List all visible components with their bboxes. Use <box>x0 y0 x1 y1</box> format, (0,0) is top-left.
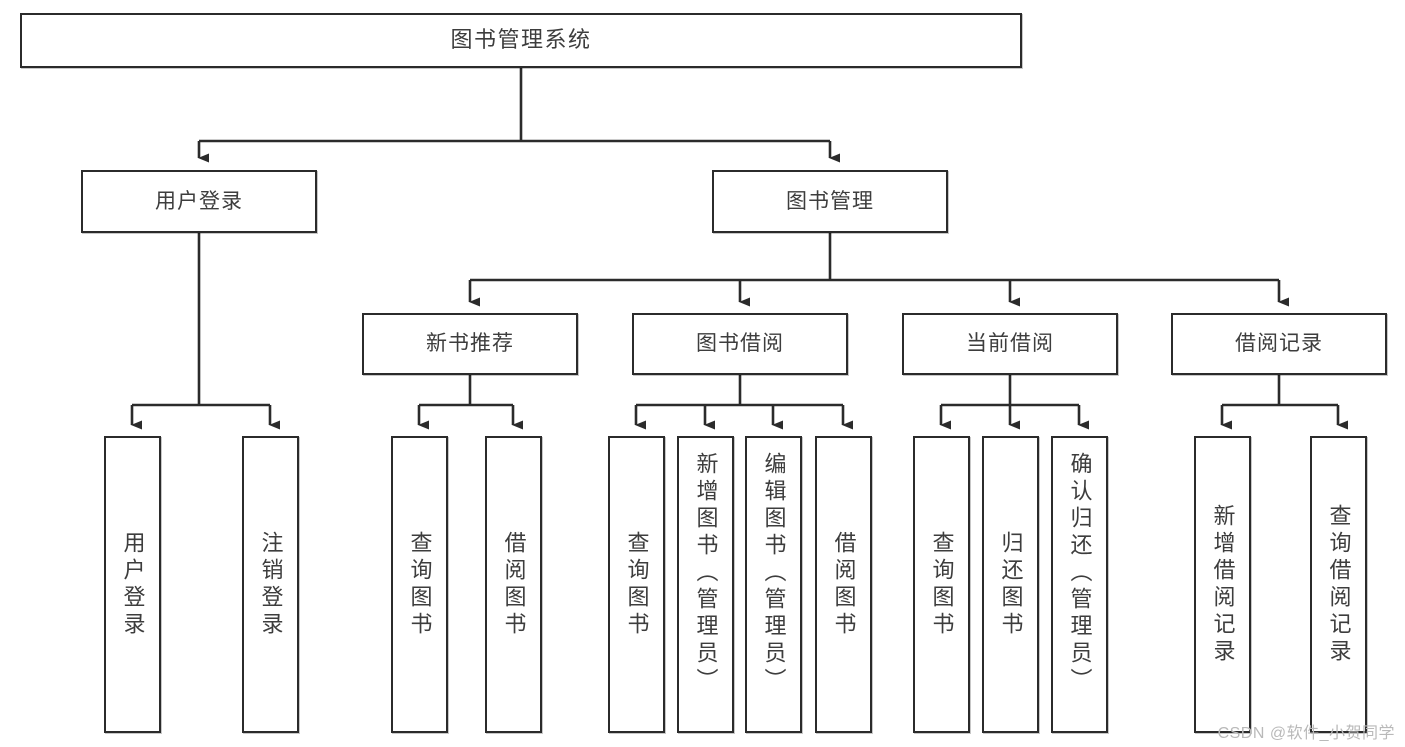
node-borrow-record[interactable]: 借阅记录 <box>1171 313 1387 375</box>
node-leaf-borrow-book[interactable]: 借阅图书 <box>815 436 872 733</box>
node-leaf-edit-book-admin-label: 编辑图书（管理员） <box>761 452 787 695</box>
node-root-label: 图书管理系统 <box>450 27 592 53</box>
node-user-login-label: 用户登录 <box>155 189 243 213</box>
node-leaf-query-book-current-label: 查询图书 <box>929 530 955 639</box>
node-leaf-add-book-admin[interactable]: 新增图书（管理员） <box>677 436 734 733</box>
node-user-login[interactable]: 用户登录 <box>81 170 317 233</box>
node-leaf-logout-login-label: 注销登录 <box>258 530 284 639</box>
node-leaf-confirm-return-admin-label: 确认归还（管理员） <box>1067 452 1093 695</box>
node-new-book-recommend-label: 新书推荐 <box>426 332 514 356</box>
node-book-borrow[interactable]: 图书借阅 <box>632 313 848 375</box>
node-leaf-query-borrow-record-label: 查询借阅记录 <box>1326 503 1352 666</box>
csdn-watermark: CSDN @软件_小贺同学 <box>1217 725 1395 742</box>
node-leaf-borrow-book-newbook[interactable]: 借阅图书 <box>485 436 542 733</box>
node-leaf-confirm-return-admin[interactable]: 确认归还（管理员） <box>1051 436 1108 733</box>
node-leaf-user-login[interactable]: 用户登录 <box>104 436 161 733</box>
node-leaf-logout-login[interactable]: 注销登录 <box>242 436 299 733</box>
node-borrow-record-label: 借阅记录 <box>1235 332 1323 356</box>
node-leaf-return-book-label: 归还图书 <box>998 530 1024 639</box>
node-leaf-add-book-admin-label: 新增图书（管理员） <box>693 452 719 695</box>
node-root-book-management-system[interactable]: 图书管理系统 <box>20 13 1022 68</box>
node-leaf-borrow-book-newbook-label: 借阅图书 <box>501 530 527 639</box>
node-leaf-query-book-borrow-label: 查询图书 <box>624 530 650 639</box>
node-leaf-query-book-newbook-label: 查询图书 <box>407 530 433 639</box>
node-book-borrow-label: 图书借阅 <box>696 332 784 356</box>
node-new-book-recommend[interactable]: 新书推荐 <box>362 313 578 375</box>
node-leaf-query-book-newbook[interactable]: 查询图书 <box>391 436 448 733</box>
node-leaf-query-book-current[interactable]: 查询图书 <box>913 436 970 733</box>
node-leaf-edit-book-admin[interactable]: 编辑图书（管理员） <box>745 436 802 733</box>
node-leaf-user-login-label: 用户登录 <box>120 530 146 639</box>
node-current-borrow[interactable]: 当前借阅 <box>902 313 1118 375</box>
node-leaf-query-book-borrow[interactable]: 查询图书 <box>608 436 665 733</box>
node-book-management[interactable]: 图书管理 <box>712 170 948 233</box>
node-leaf-return-book[interactable]: 归还图书 <box>982 436 1039 733</box>
node-leaf-borrow-book-label: 借阅图书 <box>831 530 857 639</box>
node-leaf-add-borrow-record-label: 新增借阅记录 <box>1210 503 1236 666</box>
node-current-borrow-label: 当前借阅 <box>966 332 1054 356</box>
node-book-management-label: 图书管理 <box>786 189 874 213</box>
node-leaf-add-borrow-record[interactable]: 新增借阅记录 <box>1194 436 1251 733</box>
node-leaf-query-borrow-record[interactable]: 查询借阅记录 <box>1310 436 1367 733</box>
